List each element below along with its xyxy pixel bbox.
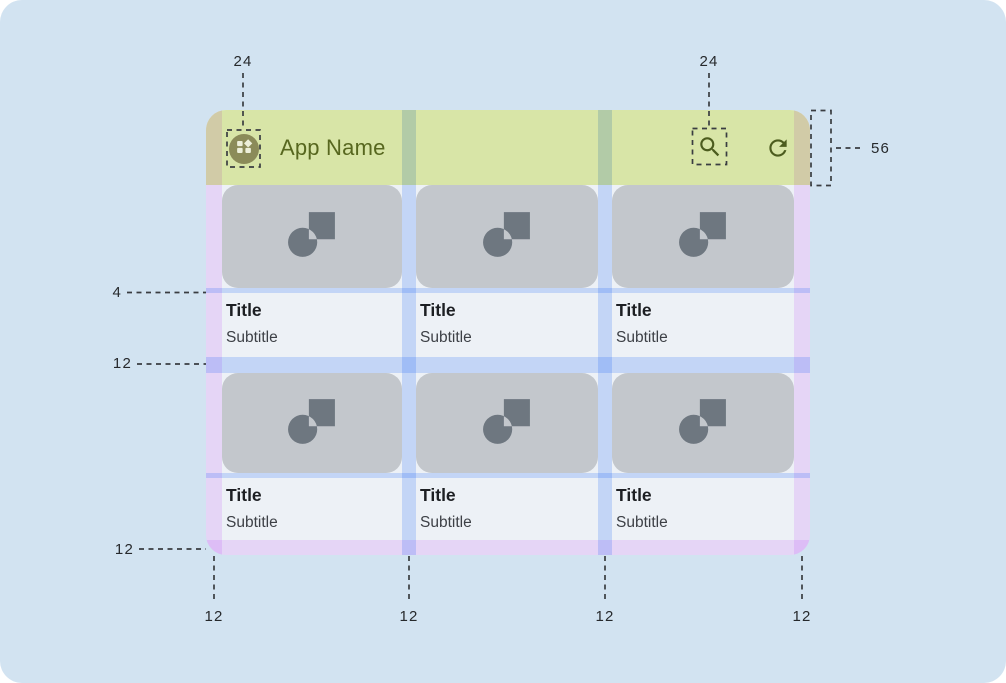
spacer-strip-12dp	[206, 357, 810, 373]
dim-label-col-12-b: 12	[399, 608, 419, 625]
card-subtitle: Subtitle	[226, 514, 278, 531]
dim-label-col-12-d: 12	[792, 608, 812, 625]
margin-strip-bottom	[206, 540, 810, 555]
card-image[interactable]	[612, 185, 794, 288]
app-mockup: App Name	[206, 110, 810, 555]
margin-strip-right	[794, 110, 810, 555]
card-image[interactable]	[222, 185, 402, 288]
app-title: App Name	[280, 134, 386, 160]
spacer-strip-4dp-row2	[206, 473, 810, 478]
margin-strip-left	[206, 110, 222, 555]
dim-label-logo-size: 24	[233, 53, 253, 70]
card-image[interactable]	[416, 373, 598, 473]
app-logo-button[interactable]	[229, 134, 259, 164]
card-text-block[interactable]: Title Subtitle	[222, 478, 402, 540]
dashboard-logo-icon	[233, 136, 255, 163]
card-title: Title	[616, 485, 652, 505]
image-placeholder-icon	[482, 209, 532, 264]
search-icon	[697, 137, 723, 164]
dim-label-bottom-12: 12	[114, 541, 134, 558]
card-title: Title	[616, 300, 652, 320]
gutter-strip-1	[402, 110, 416, 555]
image-placeholder-icon	[678, 209, 728, 264]
image-placeholder-icon	[482, 396, 532, 451]
card-text-block[interactable]: Title Subtitle	[416, 293, 598, 357]
dim-label-search-size: 24	[699, 53, 719, 70]
card-subtitle: Subtitle	[616, 514, 668, 531]
card-text-block[interactable]: Title Subtitle	[222, 293, 402, 357]
spacer-strip-4dp-row1	[206, 288, 810, 293]
card-title: Title	[226, 485, 262, 505]
image-placeholder-icon	[287, 396, 337, 451]
card-image[interactable]	[612, 373, 794, 473]
image-placeholder-icon	[287, 209, 337, 264]
card-text-block[interactable]: Title Subtitle	[612, 293, 794, 357]
search-button[interactable]	[697, 134, 723, 160]
card-text-block[interactable]: Title Subtitle	[612, 478, 794, 540]
card-image[interactable]	[416, 185, 598, 288]
card-image[interactable]	[222, 373, 402, 473]
gutter-strip-2	[598, 110, 612, 555]
dim-label-row-gap-12: 12	[112, 355, 132, 372]
card-title: Title	[226, 300, 262, 320]
card-subtitle: Subtitle	[226, 329, 278, 346]
refresh-button[interactable]	[765, 135, 791, 161]
card-subtitle: Subtitle	[420, 329, 472, 346]
dim-label-gap-4: 4	[112, 284, 122, 301]
card-subtitle: Subtitle	[616, 329, 668, 346]
card-title: Title	[420, 485, 456, 505]
card-subtitle: Subtitle	[420, 514, 472, 531]
card-text-block[interactable]: Title Subtitle	[416, 478, 598, 540]
image-placeholder-icon	[678, 396, 728, 451]
dim-label-col-12-a: 12	[204, 608, 224, 625]
refresh-icon	[765, 139, 791, 165]
dim-label-appbar-height: 56	[871, 140, 891, 157]
card-title: Title	[420, 300, 456, 320]
dim-label-col-12-c: 12	[595, 608, 615, 625]
app-bar: App Name	[206, 110, 810, 185]
